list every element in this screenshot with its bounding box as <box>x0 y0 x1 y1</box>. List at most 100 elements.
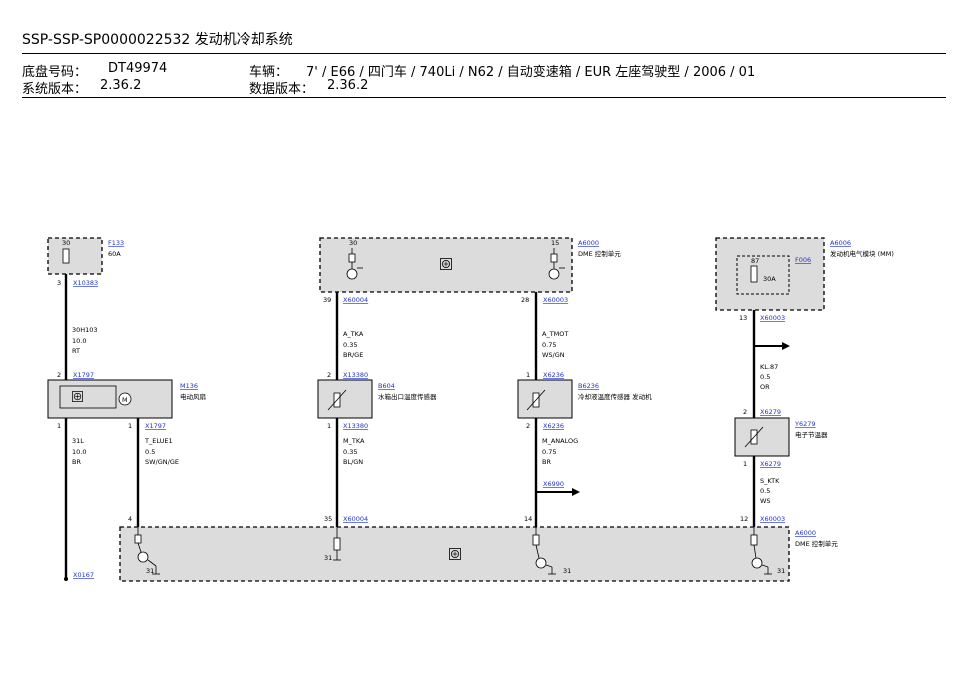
splice-x6990[interactable]: X6990 <box>543 480 564 488</box>
a6000-bottom-code[interactable]: A6000 <box>795 529 816 537</box>
a6000-bottom-pin-c: 14 <box>524 515 532 523</box>
b604-pin-top: 2 <box>327 371 331 379</box>
a6000-bottom-conn-d[interactable]: X60003 <box>760 515 785 523</box>
a6000-bottom-gnd3: 31 <box>563 567 571 575</box>
m136-pin-bl: 1 <box>57 422 61 430</box>
motor-icon <box>118 392 132 406</box>
m136-code[interactable]: M136 <box>180 382 198 390</box>
wire-manalog-name: M_ANALOG <box>542 437 578 445</box>
ground-x0167[interactable]: X0167 <box>73 571 94 579</box>
wire-mtka-color: BL/GN <box>343 458 363 466</box>
y6279-code[interactable]: Y6279 <box>794 420 816 428</box>
vehicle-label: 车辆： <box>249 65 289 80</box>
header-rule-bottom <box>22 97 946 98</box>
chassis-value: DT49974 <box>108 61 168 76</box>
b6236-box <box>517 379 573 419</box>
a6000-bottom-conn-b[interactable]: X60004 <box>343 515 368 523</box>
data-version-value: 2.36.2 <box>327 78 369 93</box>
wire-31l-size: 10.0 <box>72 448 86 456</box>
f006-fuse-icon <box>750 265 758 283</box>
wire-31l-color: BR <box>72 458 81 466</box>
a6000-top-transistor-2 <box>548 248 565 280</box>
a6006-conn-bottom[interactable]: X60003 <box>760 314 785 322</box>
b604-conn-bottom[interactable]: X13380 <box>343 422 368 430</box>
b6236-conn-top[interactable]: X6236 <box>543 371 564 379</box>
y6279-conn-top[interactable]: X6279 <box>760 408 781 416</box>
a6000-bottom-desc: DME 控制单元 <box>795 539 838 548</box>
header-rule-top <box>22 53 946 54</box>
a6000-top-conn-c[interactable]: X60004 <box>343 296 368 304</box>
f133-connector[interactable]: X10383 <box>73 279 98 287</box>
wire-31l-name: 31L <box>72 437 84 445</box>
y6279-pin-top: 2 <box>743 408 747 416</box>
wire-tmot-color: WS/GN <box>542 351 565 359</box>
a6000-top-conn-d[interactable]: X60003 <box>543 296 568 304</box>
f133-pin: 30 <box>62 239 70 247</box>
wire-tmot-size: 0.75 <box>542 341 556 349</box>
f133-box <box>47 237 103 275</box>
f006-code[interactable]: F006 <box>795 256 811 264</box>
b6236-pin-top: 1 <box>526 371 530 379</box>
wire-mtka-size: 0.35 <box>343 448 357 456</box>
b604-box <box>317 379 373 419</box>
wire-30h103-size: 10.0 <box>72 337 86 345</box>
m136-desc: 电动风扇 <box>180 392 206 401</box>
y6279-conn-bottom[interactable]: X6279 <box>760 460 781 468</box>
a6000-bottom-gnd1: 31 <box>146 567 154 575</box>
wire-mtka-name: M_TKA <box>343 437 365 445</box>
m136-inner <box>59 385 117 409</box>
chassis-label: 底盘号码： <box>22 65 88 80</box>
wire-kl87-color: OR <box>760 383 770 391</box>
a6000-top-pin-a: 30 <box>349 239 357 247</box>
wire-eluef-name: T_ELUE1 <box>144 437 173 445</box>
f006-rating: 30A <box>763 275 776 283</box>
b604-code[interactable]: B604 <box>378 382 395 390</box>
ground-dot <box>64 577 68 581</box>
wire-tmot-name: A_TMOT <box>542 330 568 338</box>
y6279-pin-bottom: 1 <box>743 460 747 468</box>
wire-tka-name: A_TKA <box>343 330 364 338</box>
b6236-desc: 冷却液温度传感器 发动机 <box>578 392 652 401</box>
a6000-top-code[interactable]: A6000 <box>578 239 599 247</box>
f006-box <box>736 255 790 295</box>
b6236-conn-bottom[interactable]: X6236 <box>543 422 564 430</box>
wire-kl87-name: KL.87 <box>760 363 778 371</box>
wire-30h103-color: RT <box>72 347 80 355</box>
m136-conn-br[interactable]: X1797 <box>145 422 166 430</box>
m136-pin-br: 1 <box>128 422 132 430</box>
a6006-code[interactable]: A6006 <box>830 239 851 247</box>
b6236-pin-bottom: 2 <box>526 422 530 430</box>
y6279-sensor-slash <box>744 426 764 448</box>
a6006-pin-bottom: 13 <box>739 314 747 322</box>
vehicle-value: 7' / E66 / 四门车 / 740Li / N62 / 自动变速箱 / E… <box>306 65 756 80</box>
y6279-desc: 电子节温器 <box>795 430 828 439</box>
wire-sktk-size: 0.5 <box>760 487 770 495</box>
a6006-desc: 发动机电气模块 (MM) <box>830 249 894 258</box>
a6000-bottom-pin-b: 35 <box>324 515 332 523</box>
m136-conn-top[interactable]: X1797 <box>73 371 94 379</box>
b604-sensor-slash <box>327 389 347 411</box>
f133-code[interactable]: F133 <box>108 239 124 247</box>
b604-desc: 水箱出口温度传感器 <box>378 392 437 401</box>
a6000-top-pin-b: 15 <box>551 239 559 247</box>
b6236-code[interactable]: B6236 <box>578 382 599 390</box>
wire-sktk-name: S_KTK <box>760 477 780 485</box>
wire-eluef-color: SW/GN/GE <box>145 458 179 466</box>
wire-tka-color: BR/GE <box>343 351 363 359</box>
wire-kl87-size: 0.5 <box>760 373 770 381</box>
a6000-bottom-pin-a: 4 <box>128 515 132 523</box>
a6000-top-pin-d: 28 <box>521 296 529 304</box>
page-title: SSP-SSP-SP0000022532 发动机冷却系统 <box>22 32 293 48</box>
sys-version-value: 2.36.2 <box>100 78 142 93</box>
wire-manalog-arrow <box>572 488 580 496</box>
a6000-bottom-transistor-4 <box>750 527 772 575</box>
wire-manalog-size: 0.75 <box>542 448 556 456</box>
a6000-bottom-gnd2: 31 <box>324 554 332 562</box>
b604-conn-top[interactable]: X13380 <box>343 371 368 379</box>
wire-eluef-size: 0.5 <box>145 448 155 456</box>
wire-tka-size: 0.35 <box>343 341 357 349</box>
f006-pin: 87 <box>751 257 759 265</box>
a6000-bottom-transistor-1 <box>134 527 160 575</box>
motor-icon-label: M <box>122 396 128 404</box>
